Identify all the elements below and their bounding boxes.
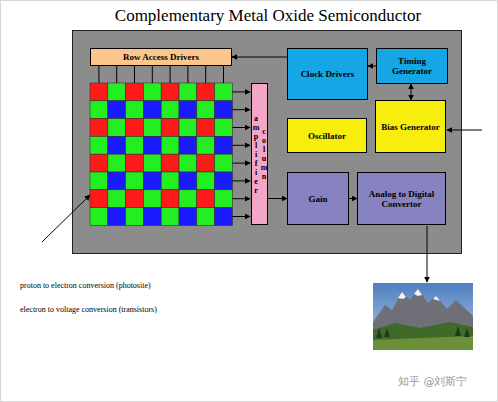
connector-arrow xyxy=(268,198,287,199)
leader-line xyxy=(42,195,90,242)
output-arrow xyxy=(427,226,428,282)
node-text: column amplifier xyxy=(252,85,268,223)
watermark: 知乎 @刘斯宁 xyxy=(398,374,468,389)
adc-box: Analog to Digital Convertor xyxy=(357,172,446,225)
landscape-photo xyxy=(373,283,473,350)
bias-input-wire xyxy=(447,130,482,131)
oscillator-box: Oscillator xyxy=(287,118,367,153)
connector-arrow xyxy=(368,66,376,67)
connector-arrow xyxy=(232,57,287,58)
note-text: electron to voltage conversion (transist… xyxy=(20,305,157,314)
node-text: Analog to Digital Convertor xyxy=(359,189,444,209)
node-text: Gain xyxy=(308,194,327,204)
gain-box: Gain xyxy=(287,172,349,225)
amplifier-strip: column amplifier xyxy=(251,83,268,225)
diagram-title: Complementary Metal Oxide Semiconductor xyxy=(60,6,476,26)
clock-box: Clock Drivers xyxy=(287,48,368,100)
pixel-grid xyxy=(90,83,232,225)
node-text: Timing Generator xyxy=(378,56,446,76)
row-driver-lines xyxy=(99,66,224,83)
connector-arrow xyxy=(349,198,357,199)
column-arrows xyxy=(232,92,250,217)
timing-box: Timing Generator xyxy=(376,48,448,84)
bias-box: Bias Generator xyxy=(375,100,446,153)
node-text: Oscillator xyxy=(308,131,346,141)
note-text: proton to electron conversion (photosite… xyxy=(20,281,151,290)
connector-arrow xyxy=(411,84,412,100)
node-text: Row Access Drivers xyxy=(123,52,199,62)
driver-box: Row Access Drivers xyxy=(90,48,232,66)
node-text: Bias Generator xyxy=(381,122,440,132)
node-text: Clock Drivers xyxy=(301,69,355,79)
